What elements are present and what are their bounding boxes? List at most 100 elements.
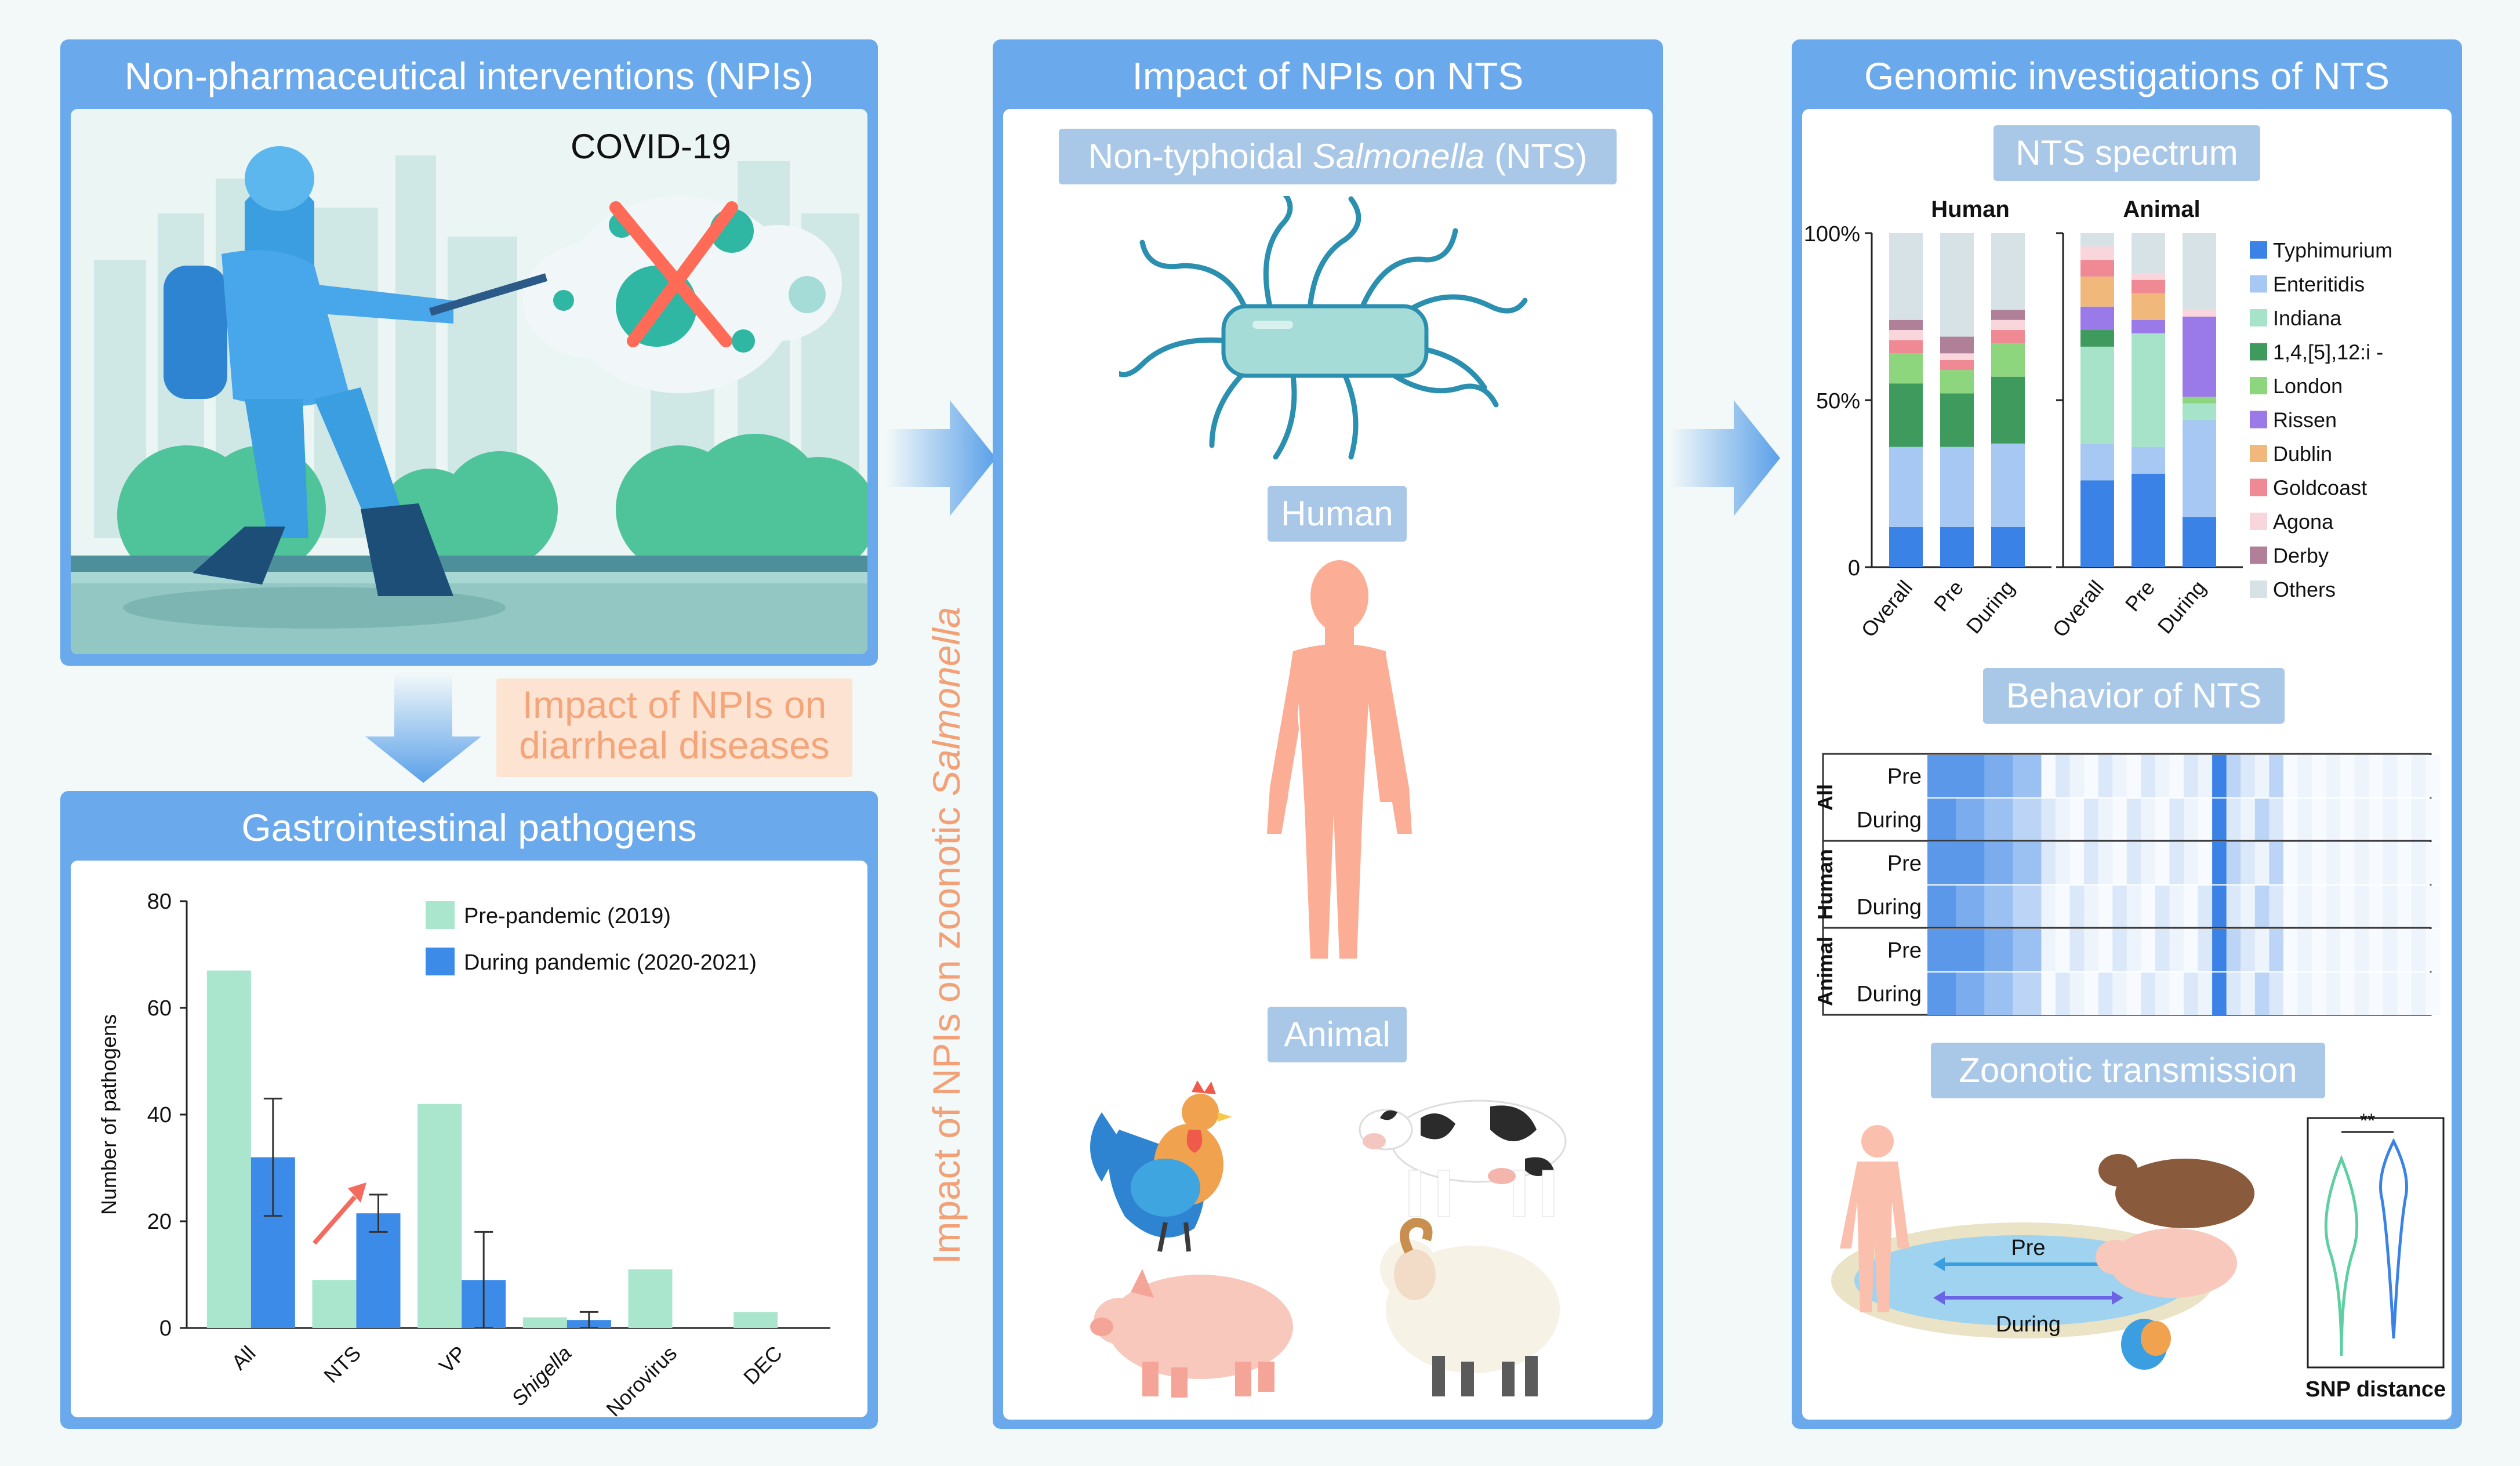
heat-cell	[2254, 755, 2270, 797]
heat-cell	[2212, 886, 2227, 928]
heat-cell	[2326, 755, 2341, 797]
heat-cell	[2013, 886, 2028, 928]
heat-cell	[2155, 842, 2170, 884]
heat-cell	[2326, 886, 2341, 928]
vertical-label: Impact of NPIs on zoonotic Salmonella	[924, 607, 968, 1264]
heat-cell	[2013, 929, 2028, 971]
heat-cell	[2027, 973, 2042, 1015]
heat-cell	[2112, 886, 2127, 928]
behavior-tag: Behavior of NTS	[1983, 668, 2285, 724]
heat-cell	[2254, 886, 2270, 928]
heat-cell	[2041, 929, 2056, 971]
stack-Others	[2132, 233, 2165, 274]
spectrum-legend-swatch	[2250, 411, 2267, 429]
heat-cell	[1927, 842, 1942, 884]
heat-cell	[2269, 842, 2284, 884]
stack-Rissen	[2183, 317, 2216, 397]
heat-cell	[2126, 886, 2141, 928]
heat-row-label: Pre	[1887, 939, 1922, 963]
stack-Typhimurium	[2080, 480, 2114, 567]
heat-cell	[2411, 886, 2426, 928]
stack-Typhimurium	[1889, 527, 1923, 567]
human-tag: Human	[1268, 486, 1407, 542]
heat-cell	[1970, 973, 1985, 1015]
covid-label: COVID-19	[571, 127, 731, 166]
violin-during	[2379, 1138, 2408, 1339]
heat-cell	[2056, 929, 2071, 971]
heat-cell	[2013, 799, 2028, 841]
y-tick-label: 60	[147, 996, 172, 1021]
heat-cell	[2212, 842, 2227, 884]
stack-Indiana	[2183, 403, 2216, 420]
heat-cell	[2155, 929, 2170, 971]
heat-cell	[2226, 842, 2241, 884]
y-tick-label: 0	[159, 1316, 172, 1341]
heat-row-label: During	[1857, 808, 1922, 833]
heat-cell	[1927, 929, 1942, 971]
legend-swatch	[426, 901, 455, 929]
heat-cell	[1970, 842, 1985, 884]
heat-cell	[2425, 799, 2441, 841]
heat-cell	[2169, 842, 2184, 884]
impact-box-line1: Impact of NPIs on	[522, 683, 827, 726]
stack-1,4,[5],12:i -	[1940, 393, 1974, 447]
zoonotic-tag: Zoonotic transmission	[1931, 1043, 2325, 1098]
heat-cell	[2369, 842, 2384, 884]
heat-cell	[2254, 842, 2270, 884]
vertical-label-italic: Salmonella	[925, 607, 968, 796]
stack-Others	[1940, 233, 1974, 337]
heat-cell	[2269, 755, 2284, 797]
increase-arrow-icon	[312, 1195, 357, 1245]
heat-cell	[2283, 842, 2298, 884]
stack-Derby	[1940, 336, 1974, 354]
heat-cell	[2241, 929, 2256, 971]
heat-cell	[2326, 842, 2341, 884]
heat-cell	[2340, 755, 2355, 797]
heat-row-label: Pre	[1887, 765, 1922, 789]
stack-Agona	[2132, 273, 2165, 280]
heat-cell	[1927, 886, 1942, 928]
bar-all-pre	[206, 970, 251, 1328]
heat-cell	[2056, 886, 2071, 928]
heat-cell	[2326, 973, 2341, 1015]
nts-tag-italic: Salmonella	[1312, 137, 1485, 176]
spectrum-legend-swatch	[2250, 241, 2267, 259]
heat-cell	[1941, 842, 1956, 884]
heat-cell	[2269, 973, 2284, 1015]
heat-cell	[2184, 973, 2199, 1015]
y-tick-label: 80	[147, 890, 172, 914]
heat-cell	[2241, 755, 2256, 797]
heat-cell	[2198, 886, 2213, 928]
heat-cell	[2027, 755, 2042, 797]
heat-cell	[2056, 799, 2071, 841]
heat-cell	[2425, 973, 2441, 1015]
spectrum-legend-label: Others	[2273, 578, 2336, 601]
heat-cell	[1927, 973, 1942, 1015]
x-tick-label: Norovirus	[601, 1341, 681, 1417]
pig-icon	[1090, 1269, 1293, 1398]
right-arrow-icon-1	[886, 400, 996, 516]
rooster-mini-body	[2141, 1321, 2171, 1356]
heat-row-label: Pre	[1887, 852, 1922, 876]
heat-cell	[2340, 973, 2355, 1015]
heat-cell	[2397, 886, 2412, 928]
heat-cell	[1941, 886, 1956, 928]
spectrum-x-tick: During	[1962, 576, 2020, 638]
heat-cell	[2141, 755, 2156, 797]
heat-cell	[2397, 755, 2412, 797]
nts-tag-suffix: (NTS)	[1484, 137, 1588, 176]
spectrum-tag: NTS spectrum	[1994, 125, 2260, 181]
stack-Goldcoast	[1991, 330, 2025, 344]
stack-Agona	[1940, 353, 1974, 360]
heat-cell	[1941, 973, 1956, 1015]
heat-cell	[2383, 755, 2398, 797]
heat-cell	[2226, 799, 2241, 841]
stack-Enteritidis	[2183, 420, 2216, 517]
heat-cell	[2169, 886, 2184, 928]
heat-cell	[2312, 842, 2327, 884]
nts-impact-panel: Impact of NPIs on NTS Non-typhoidal Salm…	[993, 39, 1663, 1429]
